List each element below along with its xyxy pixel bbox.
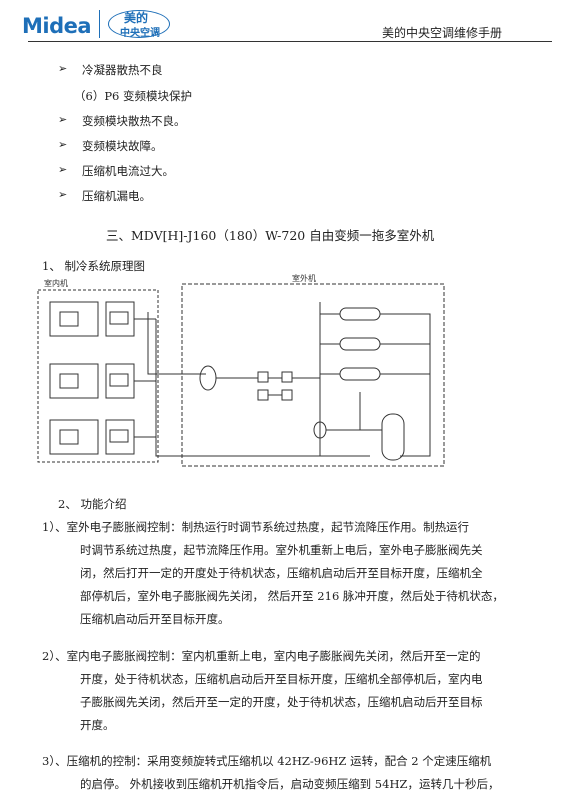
indoor-unit-boundary bbox=[37, 289, 159, 463]
bullet-arrow-icon: ➢ bbox=[58, 138, 68, 151]
midea-logo: Midea bbox=[22, 14, 92, 38]
page-header: Midea 美的 中央空调 美的中央空调维修手册 bbox=[0, 0, 580, 44]
logo-cn-line1: 美的 bbox=[124, 11, 149, 25]
bullet-arrow-icon: ➢ bbox=[58, 188, 68, 201]
paragraph-1-line-1: 1）、室外电子膨胀阀控制：制热运行时调节系统过热度，起节流降压作用。制热运行 bbox=[42, 520, 470, 534]
outdoor-label: 室外机 bbox=[292, 273, 316, 283]
bullet-text: 冷凝器散热不良 bbox=[82, 63, 163, 77]
bullet-arrow-icon: ➢ bbox=[58, 62, 68, 75]
indoor-unit-2 bbox=[49, 363, 156, 399]
paragraph-1-line-2: 时调节系统过热度，起节流降压作用。室外机重新上电后，室外电子膨胀阀先关 bbox=[80, 543, 483, 557]
bullet-text: 变频模块故障。 bbox=[82, 139, 163, 153]
paragraph-2-line-1: 2）、室内电子膨胀阀控制：室内机重新上电，室内电子膨胀阀先关闭，然后开至一定的 bbox=[42, 649, 481, 663]
subhead-p6: （6）P6 变频模块保护 bbox=[74, 89, 193, 103]
separator bbox=[199, 365, 217, 391]
logo-oval bbox=[108, 10, 170, 38]
bullet-arrow-icon: ➢ bbox=[58, 163, 68, 176]
paragraph-2-line-3: 子膨胀阀先关闭，然后开至一定的开度，处于待机状态，压缩机启动后开至目标 bbox=[80, 695, 483, 709]
compressor bbox=[381, 413, 405, 461]
bullet-text: 压缩机漏电。 bbox=[82, 189, 151, 203]
gas-header bbox=[147, 312, 206, 375]
paragraph-1-line-3: 闭，然后打开一定的开度处于待机状态，压缩机启动后开至目标开度，压缩机全 bbox=[80, 566, 483, 580]
indoor-unit-1 bbox=[49, 301, 156, 337]
bullet-text: 压缩机电流过大。 bbox=[82, 164, 174, 178]
subsection-1: 1、 制冷系统原理图 bbox=[42, 259, 145, 273]
brand-text: Midea bbox=[22, 14, 92, 38]
logo-cn-line2: 中央空调 bbox=[120, 28, 160, 39]
section-title: 三、MDV[H]-J160（180）W-720 自由变频一拖多室外机 bbox=[106, 228, 435, 243]
refrigeration-diagram: 室内机 室外机 bbox=[37, 273, 445, 467]
bullet-text: 变频模块散热不良。 bbox=[82, 114, 186, 128]
subsection-2: 2、 功能介绍 bbox=[58, 497, 127, 511]
midea-cn-logo: 美的 中央空调 bbox=[108, 8, 170, 39]
paragraph-2-line-4: 开度。 bbox=[80, 718, 115, 732]
paragraph-3-line-2: 的启停。 外机接收到压缩机开机指令后，启动变频压缩到 54HZ，运转几十秒后， bbox=[80, 777, 500, 791]
paragraph-2-line-2: 开度，处于待机状态，压缩机启动后开至目标开度，压缩机全部停机后，室内电 bbox=[80, 672, 483, 686]
paragraph-1-line-4: 部停机后，室外电子膨胀阀先关闭， 然后开至 216 脉冲开度，然后处于待机状态， bbox=[80, 589, 504, 603]
indoor-label: 室内机 bbox=[44, 278, 68, 288]
liquid-header bbox=[155, 319, 180, 457]
manual-title: 美的中央空调维修手册 bbox=[381, 26, 502, 40]
header-rule bbox=[28, 41, 552, 42]
indoor-unit-3 bbox=[49, 419, 156, 455]
paragraph-3-line-1: 3）、压缩机的控制：采用变频旋转式压缩机以 42HZ-96HZ 运转，配合 2 … bbox=[42, 754, 492, 768]
paragraph-1-line-5: 压缩机启动后开至目标开度。 bbox=[80, 612, 230, 626]
logo-divider bbox=[99, 10, 100, 38]
outdoor-unit-boundary bbox=[181, 283, 445, 467]
bullet-arrow-icon: ➢ bbox=[58, 113, 68, 126]
